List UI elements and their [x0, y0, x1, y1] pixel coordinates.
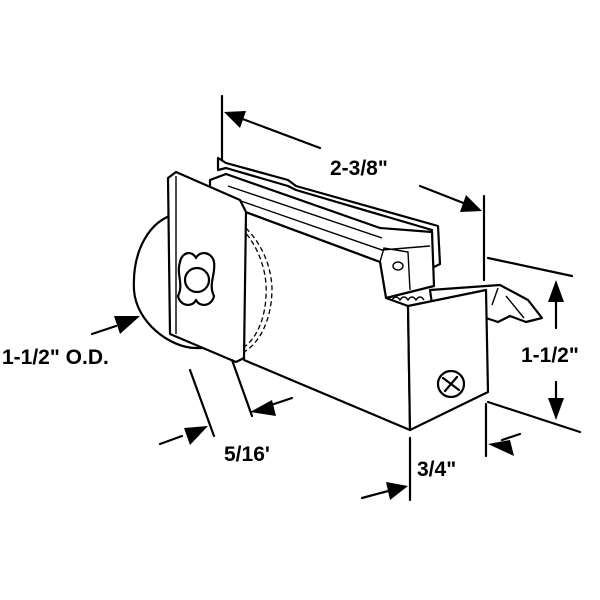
height-label: 1-1/2" — [521, 344, 579, 367]
wheel-thickness-label: 5/16' — [224, 443, 270, 466]
width-label: 3/4" — [417, 458, 456, 481]
dimension-height: 1-1/2" — [486, 256, 582, 434]
dimension-width: 3/4" — [360, 402, 522, 502]
wheel-and-bracket — [132, 170, 273, 364]
dimension-length: 2-3/8" — [220, 94, 486, 282]
dimension-wheel-diameter: 1-1/2" O.D. — [2, 316, 140, 369]
length-label: 2-3/8" — [330, 157, 388, 180]
roller-housing — [208, 156, 544, 432]
dimension-wheel-thickness: 5/16' — [158, 358, 294, 466]
wheel-diameter-label: 1-1/2" O.D. — [2, 346, 109, 369]
